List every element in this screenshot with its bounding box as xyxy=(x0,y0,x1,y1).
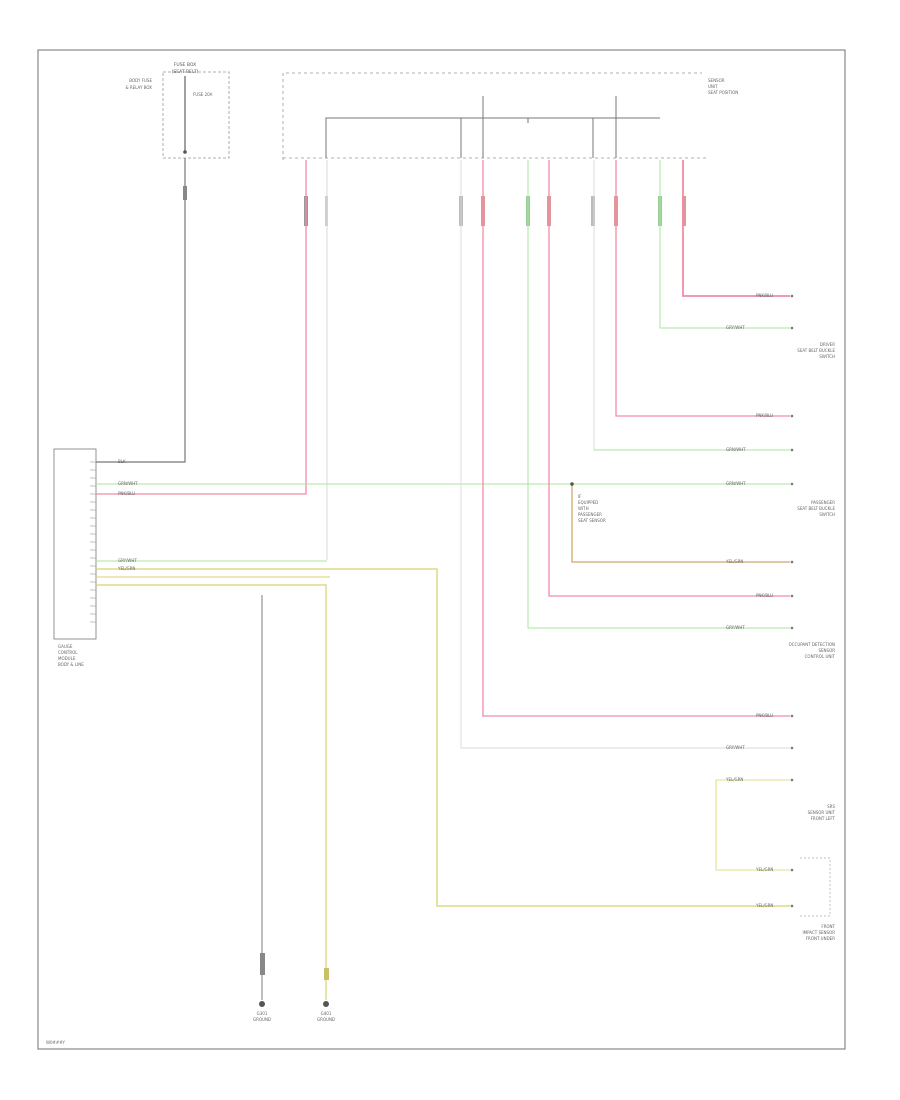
srs-sensor-line-1: SRS xyxy=(827,804,835,809)
fuse-box-line-4: & RELAY BOX xyxy=(126,85,153,90)
occupant-sensor-line-3: CONTROL UNIT xyxy=(805,654,836,659)
wire-label-pink-4: PNK/BLU xyxy=(756,713,773,718)
wire-label-yellow-2: YEL/GRN xyxy=(725,777,743,782)
occupant-sensor-line-2: SENSOR xyxy=(818,648,835,653)
wire-fuse-to-gauge xyxy=(96,158,186,463)
splice-dot xyxy=(570,482,574,486)
gauge-module-line-3: MODULE xyxy=(58,656,76,661)
wire-label-yellow-1: YEL/GRN xyxy=(725,559,743,564)
front-impact-line-1: FRONT xyxy=(821,924,835,929)
note-line-4: PASSENGER xyxy=(578,512,602,517)
wire-label-pink-2: PNK/BLU xyxy=(756,413,773,418)
gauge-control-module xyxy=(53,448,97,640)
wire-pink-drop-3 xyxy=(615,160,790,417)
gauge-module-line-4: BODY & LINE xyxy=(58,662,84,667)
note-line-1: IF xyxy=(578,494,582,499)
ground-connector-left xyxy=(260,953,265,975)
sensor-unit-line-1: SENSOR xyxy=(708,78,725,83)
wire-label-pink-3: PNK/BLU xyxy=(756,593,773,598)
wire-label-yellow-3: YEL/GRN xyxy=(755,867,773,872)
fuse-box xyxy=(162,71,230,159)
ground-right-sublabel: GROUND xyxy=(317,1017,335,1022)
wire-label-black: BLK xyxy=(118,459,126,464)
wire-grey-drop-2 xyxy=(593,160,790,451)
fuse-rating-label: FUSE 20A xyxy=(193,92,213,97)
note-line-2: EQUIPPED xyxy=(578,500,598,505)
srs-sensor-line-3: FRONT LEFT xyxy=(811,816,836,821)
front-impact-box xyxy=(800,857,831,917)
driver-seat-line-2: SEAT BELT BUCKLE xyxy=(797,348,835,353)
ground-left-sublabel: GROUND xyxy=(253,1017,271,1022)
sensor-unit-dashed-boundary xyxy=(282,72,702,160)
wire-pink-drop-4 xyxy=(682,160,790,297)
gauge-module-line-1: GAUGE xyxy=(58,644,73,649)
fuse-box-line-3: BODY FUSE xyxy=(129,78,152,83)
driver-seat-line-3: SWITCH xyxy=(819,354,835,359)
ground-right-icon xyxy=(323,1001,329,1007)
gauge-module-pins xyxy=(90,461,96,623)
wire-label-grey-3: GRY/WHT xyxy=(726,745,745,750)
note-line-3: WITH xyxy=(578,506,589,511)
wire-label-yellow-gauge: YEL/GRN xyxy=(117,566,135,571)
wire-green-drop-1 xyxy=(527,160,790,629)
wire-olive-occupant xyxy=(571,484,790,563)
gauge-module-line-2: CONTROL xyxy=(58,650,78,655)
wire-connector-blocks xyxy=(304,196,686,226)
wire-yellow-srs-loop xyxy=(715,779,790,871)
srs-sensor-line-2: SENSOR UNIT xyxy=(808,810,836,815)
wire-pink-drop-2 xyxy=(548,160,790,597)
wire-label-grey-gauge: GRY/WHT xyxy=(118,558,137,563)
passenger-seat-line-3: SWITCH xyxy=(819,512,835,517)
front-impact-line-3: FRONT UNDER xyxy=(806,936,835,941)
wire-label-green-gauge: GRN/WHT xyxy=(118,481,138,486)
wire-connector xyxy=(183,186,187,200)
wire-green-drop-2 xyxy=(659,160,790,329)
wire-label-pink-1: PNK/BLU xyxy=(756,293,773,298)
note-line-5: SEAT SENSOR xyxy=(578,518,606,523)
wire-yellow-front-impact xyxy=(96,568,790,907)
wire-pink-gauge xyxy=(96,160,307,495)
wire-label-yellow-4: YEL/GRN xyxy=(755,903,773,908)
ground-left-icon xyxy=(259,1001,265,1007)
wire-label-green-2: GRN/WHT xyxy=(726,481,746,486)
driver-seat-line-1: DRIVER xyxy=(820,342,835,347)
front-impact-line-2: IMPACT SENSOR xyxy=(803,930,836,935)
fuse-box-subtitle: (SEAT BELT) xyxy=(172,69,199,75)
fuse-box-title: FUSE BOX xyxy=(174,62,196,68)
passenger-seat-line-1: PASSENGER xyxy=(811,500,835,505)
sensor-unit-line-2: UNIT xyxy=(708,84,718,89)
right-terminals xyxy=(790,294,794,908)
wire-label-pink-gauge: PNK/BLU xyxy=(118,491,135,496)
occupant-sensor-line-1: OCCUPANT DETECTION xyxy=(789,642,835,647)
ground-left-label: G301 xyxy=(257,1011,268,1016)
page-code: W0###Y xyxy=(46,1040,66,1045)
wire-yellow-ground xyxy=(96,584,327,1000)
ground-right-label: G401 xyxy=(321,1011,332,1016)
diagram-frame xyxy=(37,49,846,1050)
wire-label-green-1: GRN/WHT xyxy=(726,447,746,452)
wire-label-grey-2: GRY/WHT xyxy=(726,625,745,630)
wire-label-grey-1: GRY/WHT xyxy=(726,325,745,330)
internal-bus-main xyxy=(325,117,660,158)
wire-pink-drop-1 xyxy=(482,160,790,717)
fuse-terminal-dot xyxy=(183,150,187,154)
ground-connector-right xyxy=(324,968,329,980)
sensor-unit-line-3: SEAT POSITION xyxy=(708,90,738,95)
passenger-seat-line-2: SEAT BELT BUCKLE xyxy=(797,506,835,511)
